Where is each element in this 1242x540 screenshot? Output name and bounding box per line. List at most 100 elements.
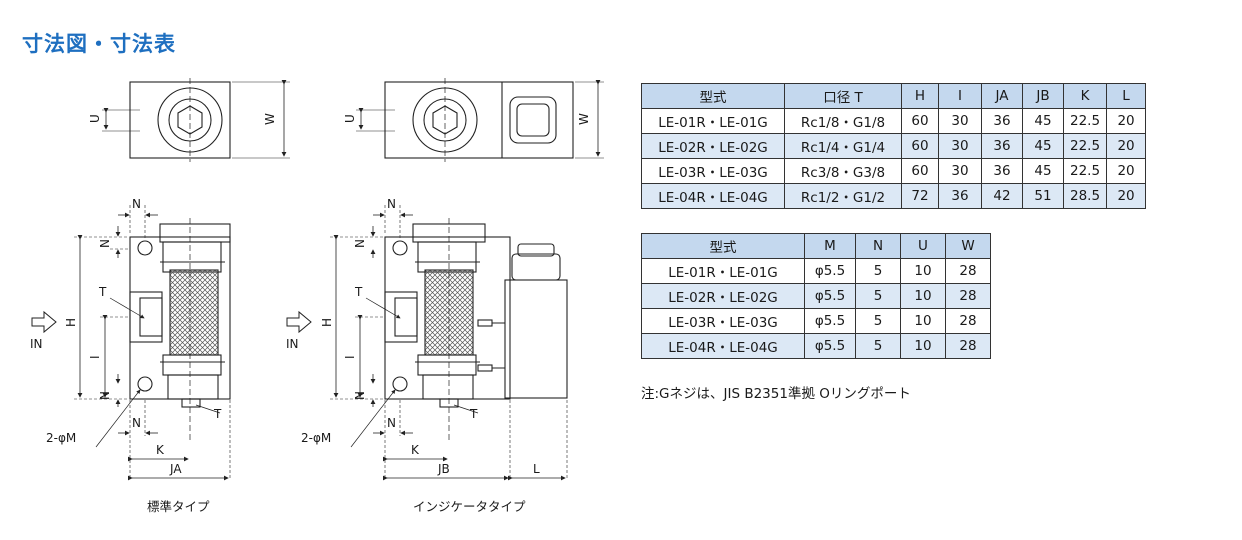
indicator-type-drawing <box>286 78 604 481</box>
label-in-std: IN <box>30 337 43 351</box>
label-t-ind-side: T <box>354 285 363 299</box>
cell: 5 <box>855 333 901 359</box>
header-m: M <box>804 233 856 259</box>
label-k-ind: K <box>411 443 420 457</box>
cell: 60 <box>901 108 939 134</box>
dimension-drawing: U W N N H I T IN N T N 2-φM K JA U W N N… <box>30 78 604 481</box>
header-i: I <box>938 83 982 109</box>
table-row: LE-04R・LE-04G φ5.5 5 10 28 <box>641 333 991 359</box>
label-n-std-bottom-side: N <box>98 391 112 400</box>
label-n-std-bottom: N <box>132 416 141 430</box>
cell: 20 <box>1106 183 1147 209</box>
cell: 10 <box>900 308 946 334</box>
cell: 28 <box>945 333 991 359</box>
header-k: K <box>1062 83 1108 109</box>
table-header-row: 型式 口径 T H I JA JB K L <box>641 83 1147 109</box>
table-row: LE-03R・LE-03G Rc3/8・G3/8 60 30 36 45 22.… <box>641 158 1147 184</box>
cell: 5 <box>855 308 901 334</box>
cell: 36 <box>981 158 1023 184</box>
label-n-std-top: N <box>132 197 141 211</box>
label-n-ind-bottom-side: N <box>353 391 367 400</box>
header-ja: JA <box>981 83 1023 109</box>
cell: LE-04R・LE-04G <box>641 183 785 209</box>
cell: LE-04R・LE-04G <box>641 333 805 359</box>
cell: 30 <box>938 158 982 184</box>
label-w-ind: W <box>577 113 591 125</box>
table-row: LE-01R・LE-01G Rc1/8・G1/8 60 30 36 45 22.… <box>641 108 1147 134</box>
cell: 42 <box>981 183 1023 209</box>
cell: 45 <box>1022 158 1064 184</box>
cell: 20 <box>1106 158 1147 184</box>
table-header-row: 型式 M N U W <box>641 233 991 259</box>
cell: 5 <box>855 283 901 309</box>
label-ja: JA <box>169 462 182 476</box>
header-model: 型式 <box>641 233 805 259</box>
cell: 45 <box>1022 133 1064 159</box>
cell: Rc1/4・G1/4 <box>784 133 902 159</box>
label-u-ind: U <box>343 114 357 123</box>
cell: 36 <box>981 108 1023 134</box>
label-t-ind-bottom: T <box>469 407 478 421</box>
cell: Rc1/2・G1/2 <box>784 183 902 209</box>
cell: LE-03R・LE-03G <box>641 158 785 184</box>
cell: 20 <box>1106 108 1147 134</box>
dimension-table-1: 型式 口径 T H I JA JB K L LE-01R・LE-01G Rc1/… <box>641 83 1147 209</box>
cell: 60 <box>901 133 939 159</box>
cell: 51 <box>1022 183 1064 209</box>
cell: 36 <box>981 133 1023 159</box>
label-m-std: 2-φM <box>46 431 76 445</box>
cell: 45 <box>1022 108 1064 134</box>
table-row: LE-01R・LE-01G φ5.5 5 10 28 <box>641 258 991 284</box>
cell: 28 <box>945 308 991 334</box>
label-n-ind-side: N <box>353 239 367 248</box>
cell: 28 <box>945 258 991 284</box>
cell: 30 <box>938 133 982 159</box>
cell: φ5.5 <box>804 308 856 334</box>
cell: LE-02R・LE-02G <box>641 283 805 309</box>
cell: 30 <box>938 108 982 134</box>
label-t-std-side: T <box>98 285 107 299</box>
label-l: L <box>533 462 540 476</box>
cell: 20 <box>1106 133 1147 159</box>
cell: 22.5 <box>1062 158 1108 184</box>
cell: φ5.5 <box>804 333 856 359</box>
header-h: H <box>901 83 939 109</box>
header-l: L <box>1106 83 1147 109</box>
header-u: U <box>900 233 946 259</box>
cell: 10 <box>900 283 946 309</box>
caption-indicator-type: インジケータタイプ <box>413 499 526 514</box>
cell: 72 <box>901 183 939 209</box>
cell: Rc3/8・G3/8 <box>784 158 902 184</box>
label-n-ind-top: N <box>387 197 396 211</box>
cell: φ5.5 <box>804 283 856 309</box>
label-h-std: H <box>64 318 78 327</box>
cell: LE-01R・LE-01G <box>641 108 785 134</box>
dimension-table-2: 型式 M N U W LE-01R・LE-01G φ5.5 5 10 28 LE… <box>641 233 991 359</box>
cell: φ5.5 <box>804 258 856 284</box>
page-title: 寸法図・寸法表 <box>22 32 176 56</box>
standard-type-drawing <box>31 78 290 481</box>
header-w: W <box>945 233 991 259</box>
footnote: 注:Gネジは、JIS B2351準拠 Oリングポート <box>641 386 911 402</box>
cell: 22.5 <box>1062 133 1108 159</box>
label-k-std: K <box>156 443 165 457</box>
caption-standard-type: 標準タイプ <box>147 499 210 514</box>
label-t-std-bottom: T <box>213 407 222 421</box>
label-in-ind: IN <box>286 337 299 351</box>
cell: LE-02R・LE-02G <box>641 133 785 159</box>
cell: Rc1/8・G1/8 <box>784 108 902 134</box>
table-row: LE-03R・LE-03G φ5.5 5 10 28 <box>641 308 991 334</box>
header-port: 口径 T <box>784 83 902 109</box>
header-model: 型式 <box>641 83 785 109</box>
cell: 10 <box>900 258 946 284</box>
cell: 28 <box>945 283 991 309</box>
header-jb: JB <box>1022 83 1064 109</box>
cell: LE-01R・LE-01G <box>641 258 805 284</box>
table-row: LE-02R・LE-02G Rc1/4・G1/4 60 30 36 45 22.… <box>641 133 1147 159</box>
cell: 10 <box>900 333 946 359</box>
label-n-std-side: N <box>98 239 112 248</box>
label-w-std: W <box>263 113 277 125</box>
header-n: N <box>855 233 901 259</box>
label-u-std: U <box>88 114 102 123</box>
cell: 36 <box>938 183 982 209</box>
